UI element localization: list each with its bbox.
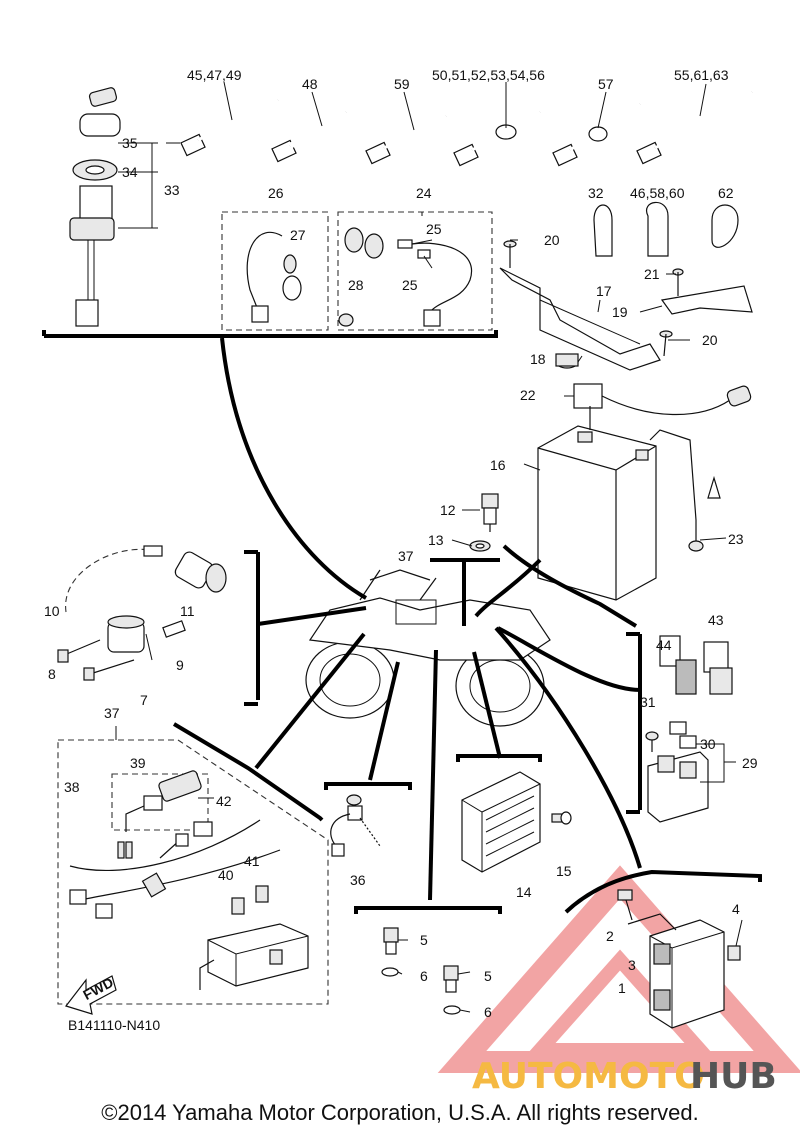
callout-59: 59	[394, 76, 410, 92]
bracket-top	[42, 330, 498, 338]
callout-37b: 37	[104, 705, 120, 721]
watermark-text-part1: AUTOMOTO	[472, 1056, 705, 1097]
callout-46-58-60: 46,58,60	[630, 185, 685, 201]
box-24	[337, 211, 493, 331]
callout-22: 22	[520, 387, 536, 403]
callout-32: 32	[588, 185, 604, 201]
callout-27: 27	[290, 227, 306, 243]
callout-48: 48	[302, 76, 318, 92]
atv-vehicle	[305, 569, 551, 727]
callout-62: 62	[718, 185, 734, 201]
copyright-notice: ©2014 Yamaha Motor Corporation, U.S.A. A…	[101, 1100, 699, 1125]
callout-12: 12	[440, 502, 456, 518]
leader-lines	[220, 337, 642, 901]
bracket-1-4	[564, 869, 762, 914]
battery-bracket	[499, 240, 753, 371]
cable-tie-48	[271, 91, 348, 163]
bracket-36	[324, 782, 412, 790]
callout-11: 11	[180, 603, 195, 619]
callout-2: 2	[606, 928, 614, 944]
relay-group-7-11	[57, 545, 227, 681]
clamps	[593, 201, 739, 257]
callout-29: 29	[742, 755, 758, 771]
watermark-logo	[437, 865, 800, 1073]
battery-cables	[573, 383, 752, 552]
callout-36: 36	[350, 872, 366, 888]
callout-34: 34	[122, 164, 138, 180]
callout-8: 8	[48, 666, 56, 682]
callout-57: 57	[598, 76, 614, 92]
callout-41: 41	[244, 853, 260, 869]
callout-33: 33	[164, 182, 180, 198]
bracket-14	[456, 754, 542, 762]
watermark-text-part2: HUB	[690, 1056, 777, 1097]
callout-5a: 5	[420, 932, 428, 948]
cable-tie-55	[636, 83, 753, 165]
callout-18: 18	[530, 351, 546, 367]
callout-45-47-49: 45,47,49	[187, 67, 242, 83]
callout-42: 42	[216, 793, 232, 809]
callout-26: 26	[268, 185, 284, 201]
callout-24: 24	[416, 185, 432, 201]
callout-1: 1	[618, 980, 626, 996]
battery	[537, 425, 657, 601]
callout-4: 4	[732, 901, 740, 917]
bracket-37	[172, 722, 324, 822]
callout-38: 38	[64, 779, 80, 795]
callout-5b: 5	[484, 968, 492, 984]
bracket-right	[626, 632, 640, 814]
callout-40: 40	[218, 867, 234, 883]
cable-tie-50	[453, 82, 541, 167]
callout-44: 44	[656, 637, 672, 653]
unit-1-4	[617, 889, 741, 1029]
callout-leaders	[166, 142, 743, 1013]
callout-31: 31	[640, 694, 656, 710]
callout-43: 43	[708, 612, 724, 628]
callout-28: 28	[348, 277, 364, 293]
box-26	[221, 211, 329, 331]
callout-30: 30	[700, 736, 716, 752]
sensor-26	[246, 231, 302, 323]
callout-13: 13	[428, 532, 444, 548]
harness-37	[57, 726, 329, 1005]
callout-39: 39	[130, 755, 146, 771]
sensor-12	[469, 493, 499, 552]
callout-50-56: 50,51,52,53,54,56	[432, 67, 545, 83]
callout-25a: 25	[426, 221, 442, 237]
callout-37a: 37	[398, 548, 414, 564]
callout-23: 23	[728, 531, 744, 547]
callout-25b: 25	[402, 277, 418, 293]
sensor-24	[338, 212, 473, 327]
callout-6a: 6	[420, 968, 428, 984]
callout-labels: 45,47,49 48 59 50,51,52,53,54,56 57 55,6…	[44, 67, 758, 1020]
callout-10: 10	[44, 603, 60, 619]
cable-tie-57	[552, 91, 641, 167]
callout-21: 21	[644, 266, 660, 282]
callout-14: 14	[516, 884, 532, 900]
callout-7: 7	[140, 692, 148, 708]
bracket-5-6	[354, 906, 502, 914]
callout-6b: 6	[484, 1004, 492, 1020]
cable-tie-59	[365, 91, 447, 165]
bracket-left	[244, 550, 258, 706]
main-switch-assembly	[69, 87, 158, 327]
relays-29-44	[645, 635, 733, 823]
callout-3: 3	[628, 957, 636, 973]
callout-15: 15	[556, 863, 572, 879]
callout-35: 35	[122, 135, 138, 151]
callout-55-61-63: 55,61,63	[674, 67, 729, 83]
callout-20a: 20	[544, 232, 560, 248]
sensor-36	[330, 794, 381, 857]
callout-20b: 20	[702, 332, 718, 348]
cable-tie-45	[180, 81, 279, 157]
rectifier-14	[461, 771, 572, 873]
callout-16: 16	[490, 457, 506, 473]
fwd-arrow-icon: FWD	[64, 974, 117, 1015]
callout-9: 9	[176, 657, 184, 673]
callout-19: 19	[612, 304, 628, 320]
callout-17: 17	[596, 283, 612, 299]
reference-code: B141110-N410	[68, 1017, 160, 1033]
